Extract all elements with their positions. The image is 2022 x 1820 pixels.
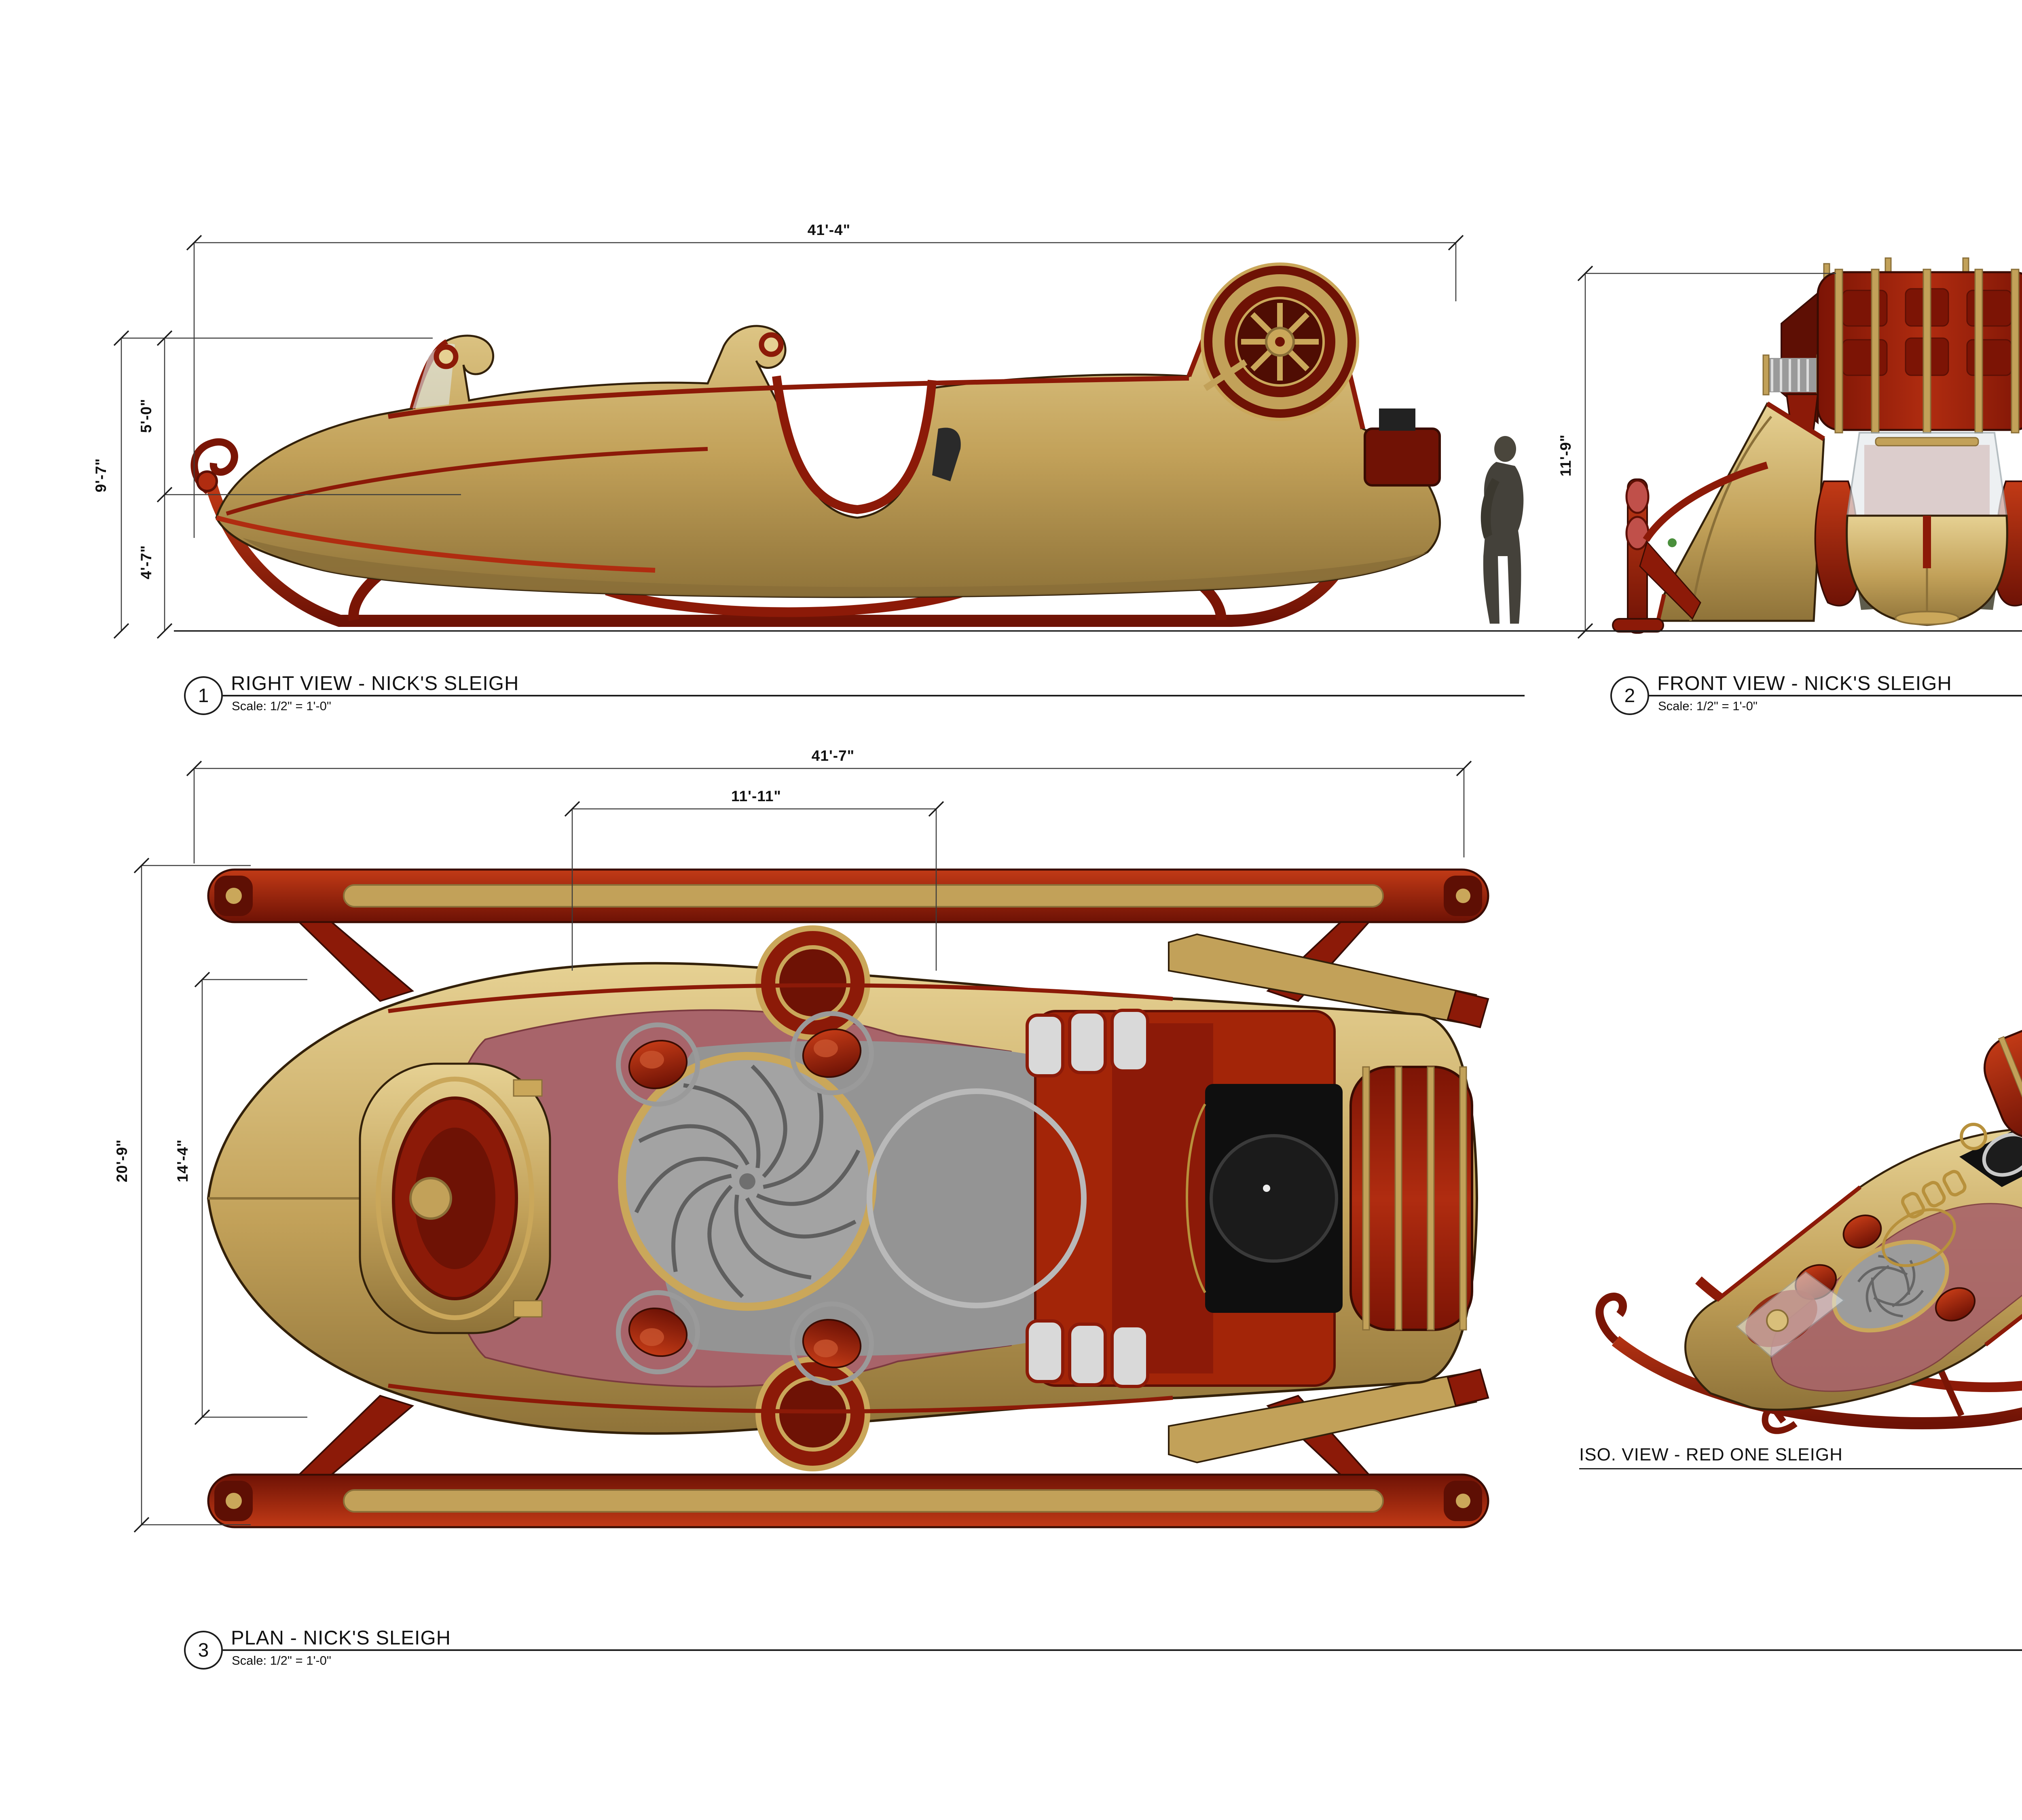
view-title-right: RIGHT VIEW - NICK'S SLEIGH: [231, 673, 519, 694]
view-title-iso: ISO. VIEW - RED ONE SLEIGH: [1579, 1445, 1843, 1464]
view-number-1: 1: [184, 676, 223, 715]
view-scale-note: Scale: 1/2" = 1'-0": [232, 699, 331, 713]
view-title-plan: PLAN - NICK'S SLEIGH: [231, 1627, 451, 1649]
plan-view-drawing: [207, 868, 1489, 1569]
dim-plan-length: 41'-7": [811, 747, 855, 764]
view-number-3: 3: [184, 1631, 223, 1670]
view-underline: [223, 1649, 2022, 1651]
dim-right-height-upper: 5'-0": [138, 398, 154, 433]
front-view-drawing: [1612, 255, 2022, 639]
dim-right-height-total: 9'-7": [93, 458, 109, 493]
view-underline: [223, 695, 1525, 696]
view-scale-note: Scale: 1/2" = 1'-0": [1658, 699, 1758, 713]
dim-front-height: 11'-9": [1557, 434, 1574, 477]
right-view-drawing: [190, 262, 1441, 627]
dim-right-height-lower: 4'-7": [138, 545, 154, 580]
view-scale-note: Scale: 1/2" = 1'-0": [232, 1653, 331, 1668]
dim-right-length: 41'-4": [807, 222, 851, 238]
view-label-iso: ISO. VIEW - RED ONE SLEIGH: [1579, 1445, 2022, 1477]
view-underline: [1579, 1468, 2022, 1469]
iso-view-drawing: [1595, 1009, 2022, 1434]
view-number-2: 2: [1610, 676, 1649, 715]
dim-plan-width-total: 20'-9": [114, 1139, 130, 1183]
view-title-front: FRONT VIEW - NICK'S SLEIGH: [1657, 673, 1952, 694]
scale-figure: [1481, 436, 1524, 624]
view-label-plan: 3 PLAN - NICK'S SLEIGH Scale: 1/2" = 1'-…: [184, 1613, 2022, 1678]
dim-plan-cab-length: 11'-11": [731, 788, 781, 804]
view-label-right: 1 RIGHT VIEW - NICK'S SLEIGH Scale: 1/2"…: [184, 658, 1531, 723]
view-label-front: 2 FRONT VIEW - NICK'S SLEIGH Scale: 1/2"…: [1610, 658, 2022, 723]
view-underline: [1649, 695, 2022, 696]
dim-plan-width-body: 14'-4": [174, 1139, 191, 1183]
